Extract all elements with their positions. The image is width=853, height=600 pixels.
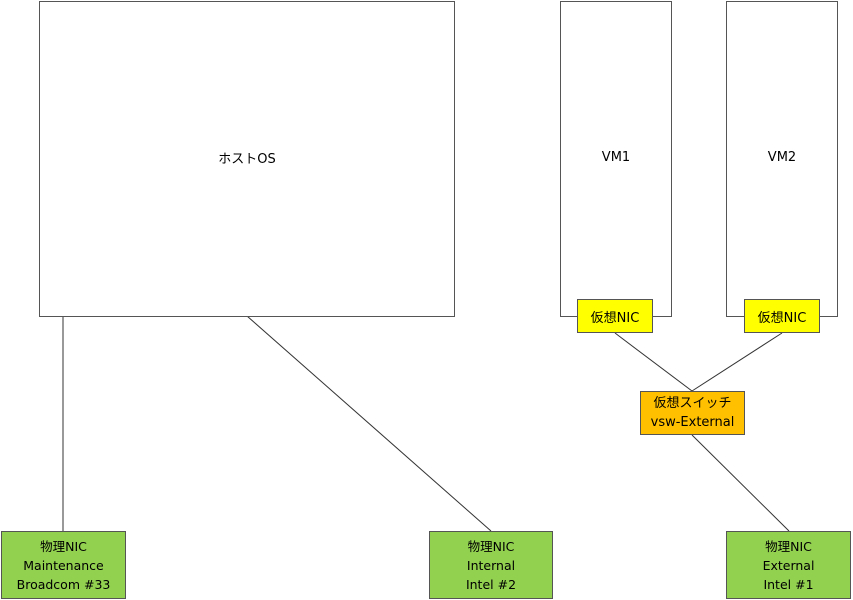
physical-nic-title: 物理NIC [40,538,87,554]
vm2-virtual-nic: 仮想NIC [744,299,820,333]
vm2-virtual-nic-label: 仮想NIC [757,310,807,326]
line-switch-to-external-nic [691,434,790,532]
vm1-virtual-nic: 仮想NIC [577,299,653,333]
physical-nic-maintenance: 物理NIC Maintenance Broadcom #33 [1,531,126,599]
virtual-switch-label: 仮想スイッチ [653,396,732,411]
line-vm2-nic-to-switch [691,332,783,392]
vm1-virtual-nic-label: 仮想NIC [590,310,640,326]
line-vm1-nic-to-switch [614,332,693,392]
physical-nic-device: Intel #1 [763,576,814,592]
physical-nic-device: Broadcom #33 [16,576,111,592]
vm1-box: VM1 [560,1,672,317]
host-os-label: ホストOS [218,152,276,167]
physical-nic-device: Intel #2 [465,576,517,592]
vm2-label: VM2 [767,150,797,165]
physical-nic-name: External [762,557,815,573]
physical-nic-internal: 物理NIC Internal Intel #2 [429,531,553,599]
host-os-box: ホストOS [39,1,455,317]
physical-nic-name: Maintenance [23,557,104,573]
physical-nic-title: 物理NIC [467,538,515,554]
virtual-switch: 仮想スイッチ vsw-External [640,391,745,435]
vm2-box: VM2 [726,1,838,317]
virtual-switch-name: vsw-External [650,415,735,430]
physical-nic-external: 物理NIC External Intel #1 [726,531,851,599]
line-host-to-internal-nic [246,315,492,532]
physical-nic-title: 物理NIC [765,538,812,554]
physical-nic-name: Internal [466,557,516,573]
vm1-label: VM1 [601,150,631,165]
